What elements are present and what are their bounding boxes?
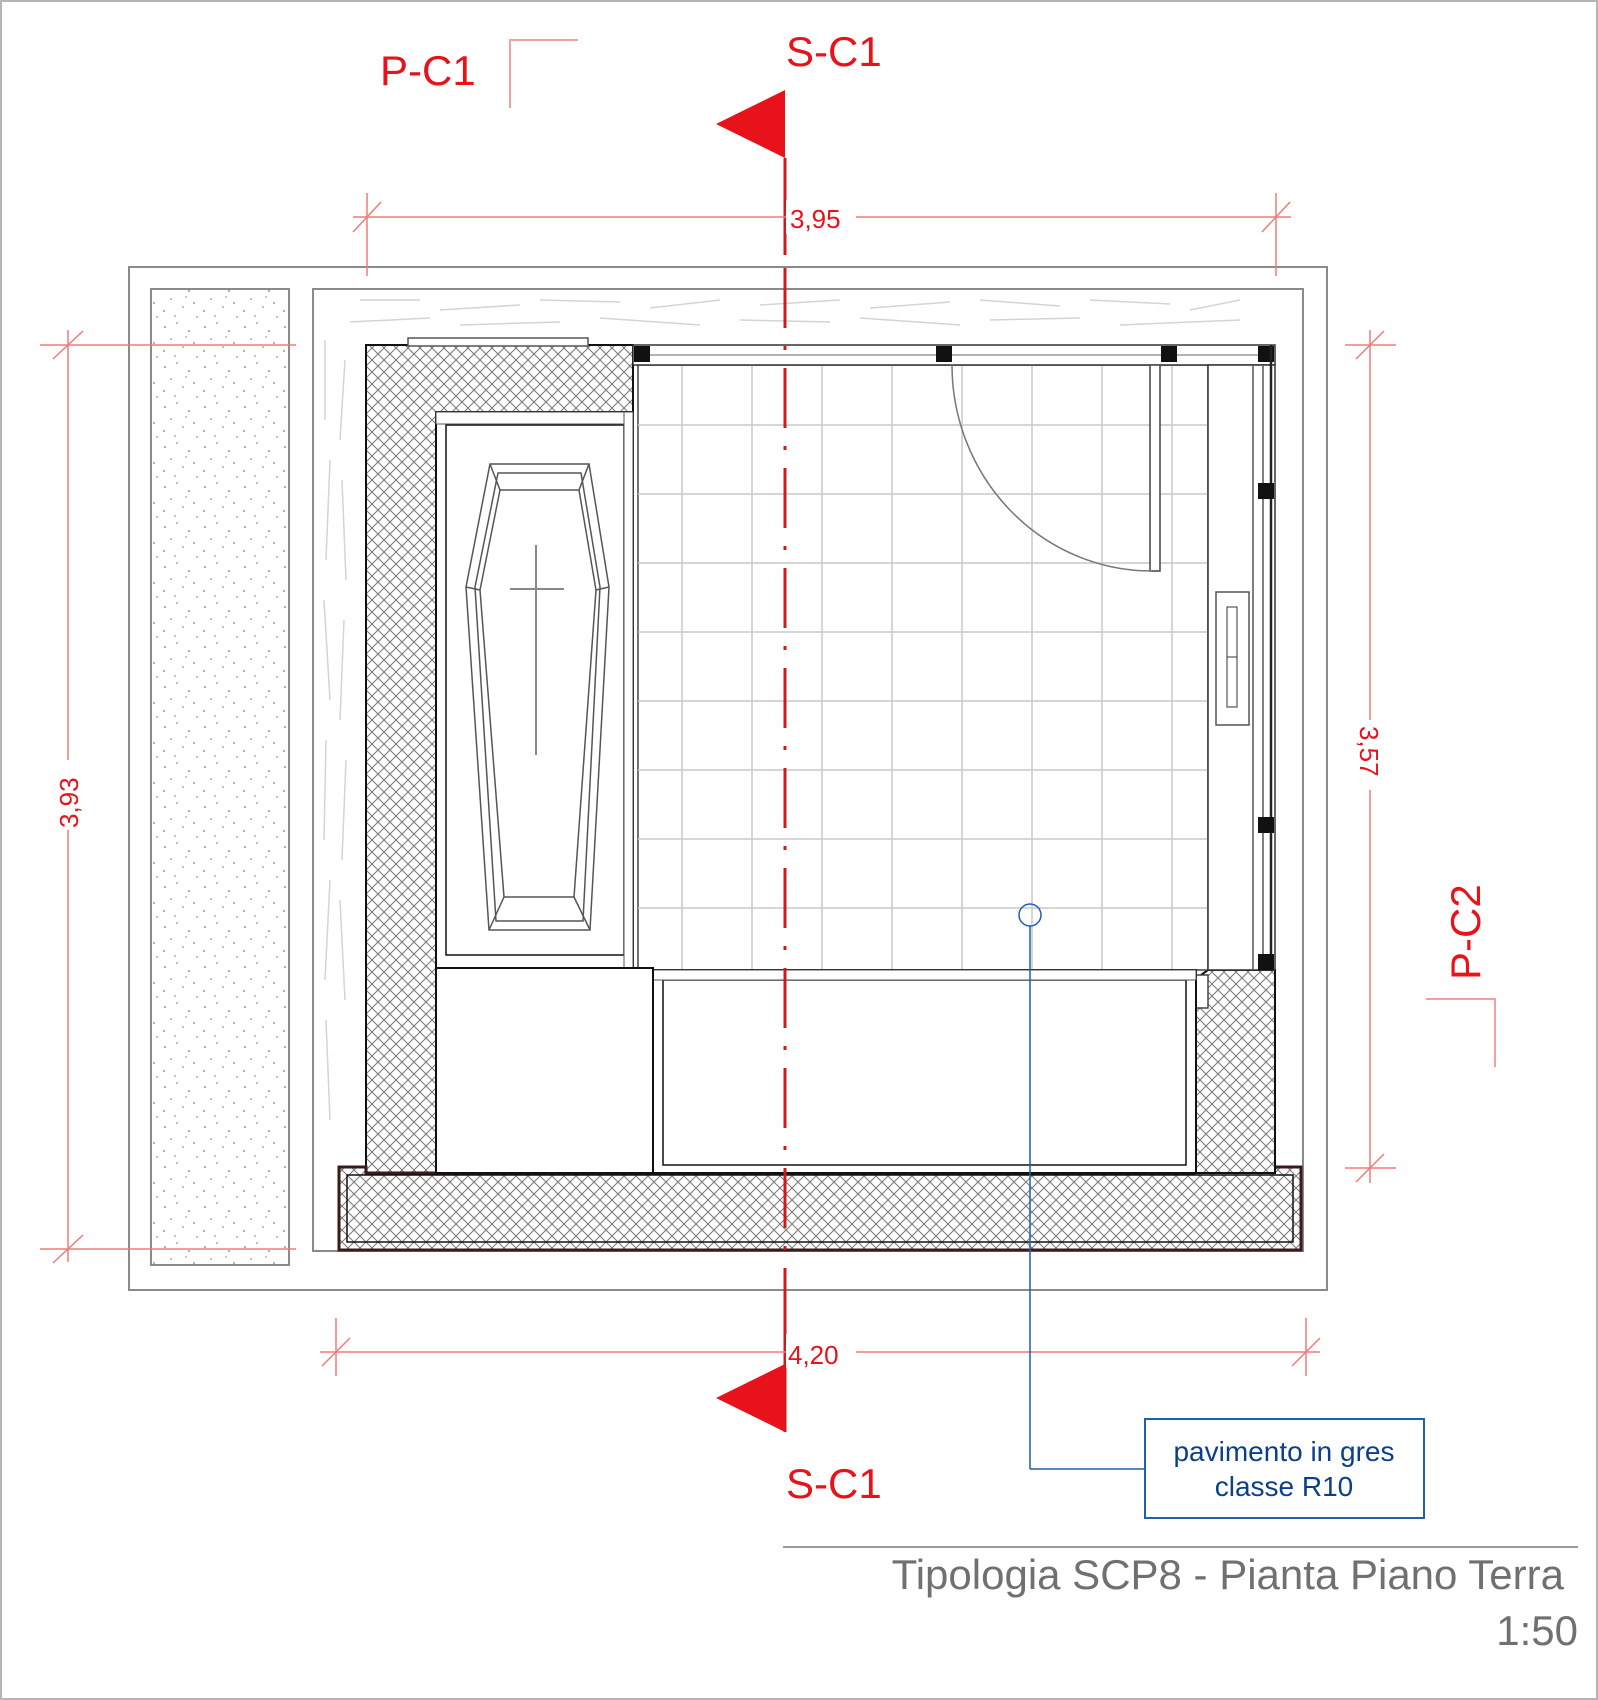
gravel-strip <box>150 288 290 1266</box>
view-marker-p-c2-icon <box>1426 998 1496 1067</box>
section-label-top: S-C1 <box>786 28 882 75</box>
wall-bottom-plinth <box>337 1165 1303 1252</box>
annotation-leader <box>1018 903 1145 1470</box>
drawing-title: Tipologia SCP8 - Pianta Piano Terra <box>892 1551 1565 1598</box>
top-ledge <box>407 337 589 347</box>
bottom-bench-niche <box>435 967 1197 1174</box>
dimension-bottom-width: 4,20 <box>788 1340 839 1370</box>
dim-bottom-mask <box>786 1334 856 1368</box>
dim-right-mask <box>1354 720 1386 790</box>
door <box>951 364 1161 572</box>
coffin-icon <box>465 463 610 931</box>
section-flag-top-icon <box>716 90 785 158</box>
annotation-box <box>1144 1418 1425 1519</box>
plot-boundary <box>128 266 1328 1291</box>
wall-plaque <box>1215 591 1250 726</box>
drawing-scale: 1:50 <box>1496 1607 1578 1654</box>
section-flag-bottom-icon <box>716 1364 785 1432</box>
dimension-right-height: 3,57 <box>1354 726 1384 777</box>
view-label-p-c1: P-C1 <box>380 47 476 94</box>
dimension-top-width: 3,95 <box>790 204 841 234</box>
view-label-p-c2: P-C2 <box>1442 884 1489 980</box>
annotation-line-1: pavimento in gres <box>1173 1436 1394 1467</box>
dim-left-mask <box>52 760 84 830</box>
view-marker-p-c1-icon <box>509 39 578 108</box>
plinth-inner-line <box>346 1174 1294 1243</box>
dimension-left-height: 3,93 <box>54 777 84 828</box>
entrance-facade <box>632 344 1276 366</box>
section-label-bottom: S-C1 <box>786 1460 882 1507</box>
tiled-floor <box>637 364 1209 971</box>
annotation-line-2: classe R10 <box>1215 1471 1354 1502</box>
dim-top-mask <box>786 200 856 234</box>
